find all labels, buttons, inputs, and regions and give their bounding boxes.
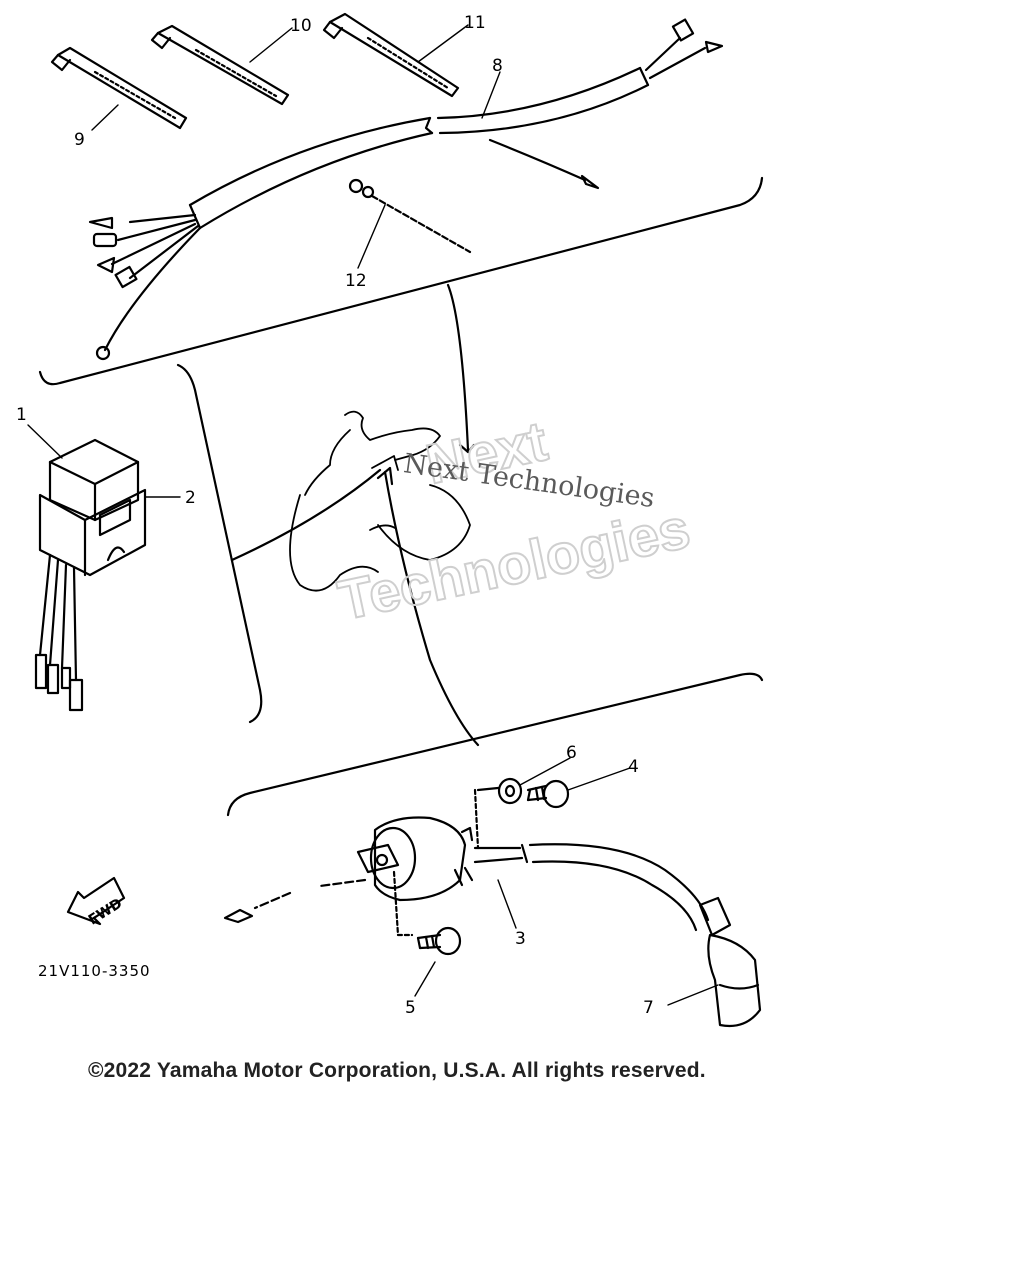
- bolt-5-icon: [416, 926, 462, 956]
- callout-7: 7: [643, 998, 654, 1018]
- callout-11: 11: [464, 13, 486, 33]
- cable-tie-11-icon: [322, 12, 460, 98]
- callout-3: 3: [515, 929, 526, 949]
- cdi-unit-icon: [34, 438, 147, 712]
- lower-panel-border: [226, 672, 764, 817]
- upper-panel-border: [38, 176, 764, 386]
- forward-arrow-label: FWD: [86, 896, 126, 929]
- watermark-line-2: Technologies: [333, 496, 695, 632]
- forward-arrow-icon: [66, 876, 126, 926]
- callout-labels: 1 2 3 4 5 6 7 8 9 10 11 12: [16, 13, 654, 1018]
- bolt-4-icon: [526, 779, 570, 809]
- washer-6-icon: [497, 777, 523, 805]
- ignition-coil-icon: [223, 786, 762, 1028]
- leader-lines: [27, 24, 719, 1006]
- middle-panel-left-edge: [176, 363, 263, 724]
- copyright-notice: ©2022 Yamaha Motor Corporation, U.S.A. A…: [88, 1059, 706, 1082]
- callout-1: 1: [16, 405, 27, 425]
- callout-8: 8: [492, 56, 503, 76]
- cable-tie-9-icon: [50, 46, 188, 130]
- callout-6: 6: [566, 743, 577, 763]
- lead-wire-12-icon: [348, 178, 472, 254]
- callout-4: 4: [628, 757, 639, 777]
- wire-harness-icon: [88, 18, 724, 361]
- callout-5: 5: [405, 998, 416, 1018]
- wire-routing-lines: [230, 283, 480, 747]
- callout-10: 10: [290, 16, 312, 36]
- cable-tie-10-icon: [150, 24, 290, 106]
- part-number: 21V110-3350: [38, 962, 151, 980]
- callout-9: 9: [74, 130, 85, 150]
- callout-12: 12: [345, 271, 367, 291]
- callout-2: 2: [185, 488, 196, 508]
